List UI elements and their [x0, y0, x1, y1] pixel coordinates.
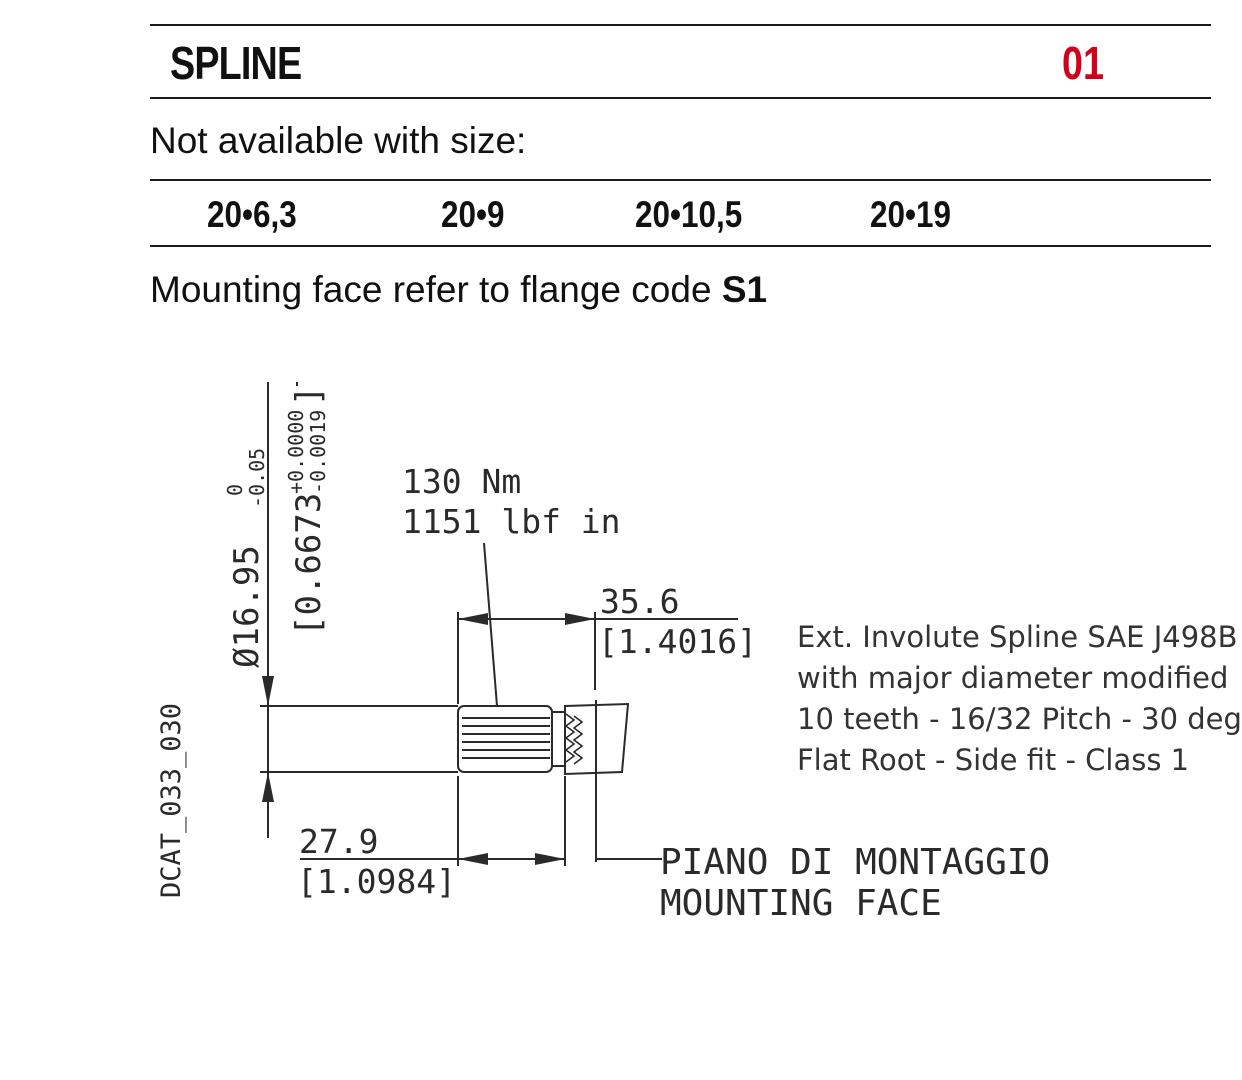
diameter-tol-upper-mm: 0 [223, 484, 247, 496]
drawing-id: DCAT_033_030 [156, 703, 187, 898]
torque-lbf: 1151 lbf in [402, 502, 621, 541]
mounting-note-text: Mounting face refer to flange code [150, 269, 722, 310]
flange-code: S1 [721, 269, 768, 310]
length-in: [1.4016] [598, 622, 757, 661]
section-title: SPLINE [170, 37, 302, 89]
header-rule [150, 97, 1211, 99]
spline-spec: Ext. Involute Spline SAE J498B with majo… [797, 617, 1242, 781]
length-mm: 35.6 [600, 582, 679, 621]
top-rule [150, 24, 1211, 26]
size-item: 20•19 [870, 194, 951, 235]
mounting-note: Mounting face refer to flange code S1 [150, 269, 767, 311]
sizes-bottom-rule [150, 245, 1211, 247]
spec-line: 10 teeth - 16/32 Pitch - 30 deg [797, 702, 1242, 736]
size-item: 20•10,5 [635, 194, 743, 235]
option-code: 01 [1062, 37, 1104, 89]
diameter-tol-lower-in: -0.0019 [306, 410, 330, 494]
diameter-in: [0.6673 [289, 493, 329, 636]
size-item: 20•6,3 [207, 194, 297, 235]
diameter-tol-upper-in: +0.0000 [284, 410, 308, 494]
offset-mm: 27.9 [299, 822, 378, 861]
spec-line: Ext. Involute Spline SAE J498B [797, 620, 1238, 654]
mounting-face-label-en: MOUNTING FACE [660, 883, 942, 924]
size-item: 20•9 [441, 194, 505, 235]
spline-drawing: 130 Nm 1151 lbf in 35.6 [1.4016] 27.9 [1… [156, 382, 1050, 924]
sizes-top-rule [150, 179, 1211, 181]
torque-nm: 130 Nm [402, 462, 521, 501]
diameter-mm: Ø16.95 [227, 545, 267, 668]
availability-label: Not available with size: [150, 120, 527, 161]
diameter-in-close: ] [289, 386, 329, 406]
diameter-tol-lower-mm: -0.05 [245, 448, 269, 508]
spec-line: with major diameter modified [797, 661, 1229, 695]
spec-line: Flat Root - Side fit - Class 1 [797, 743, 1190, 777]
mounting-face-label-it: PIANO DI MONTAGGIO [660, 842, 1050, 883]
offset-in: [1.0984] [297, 862, 456, 901]
